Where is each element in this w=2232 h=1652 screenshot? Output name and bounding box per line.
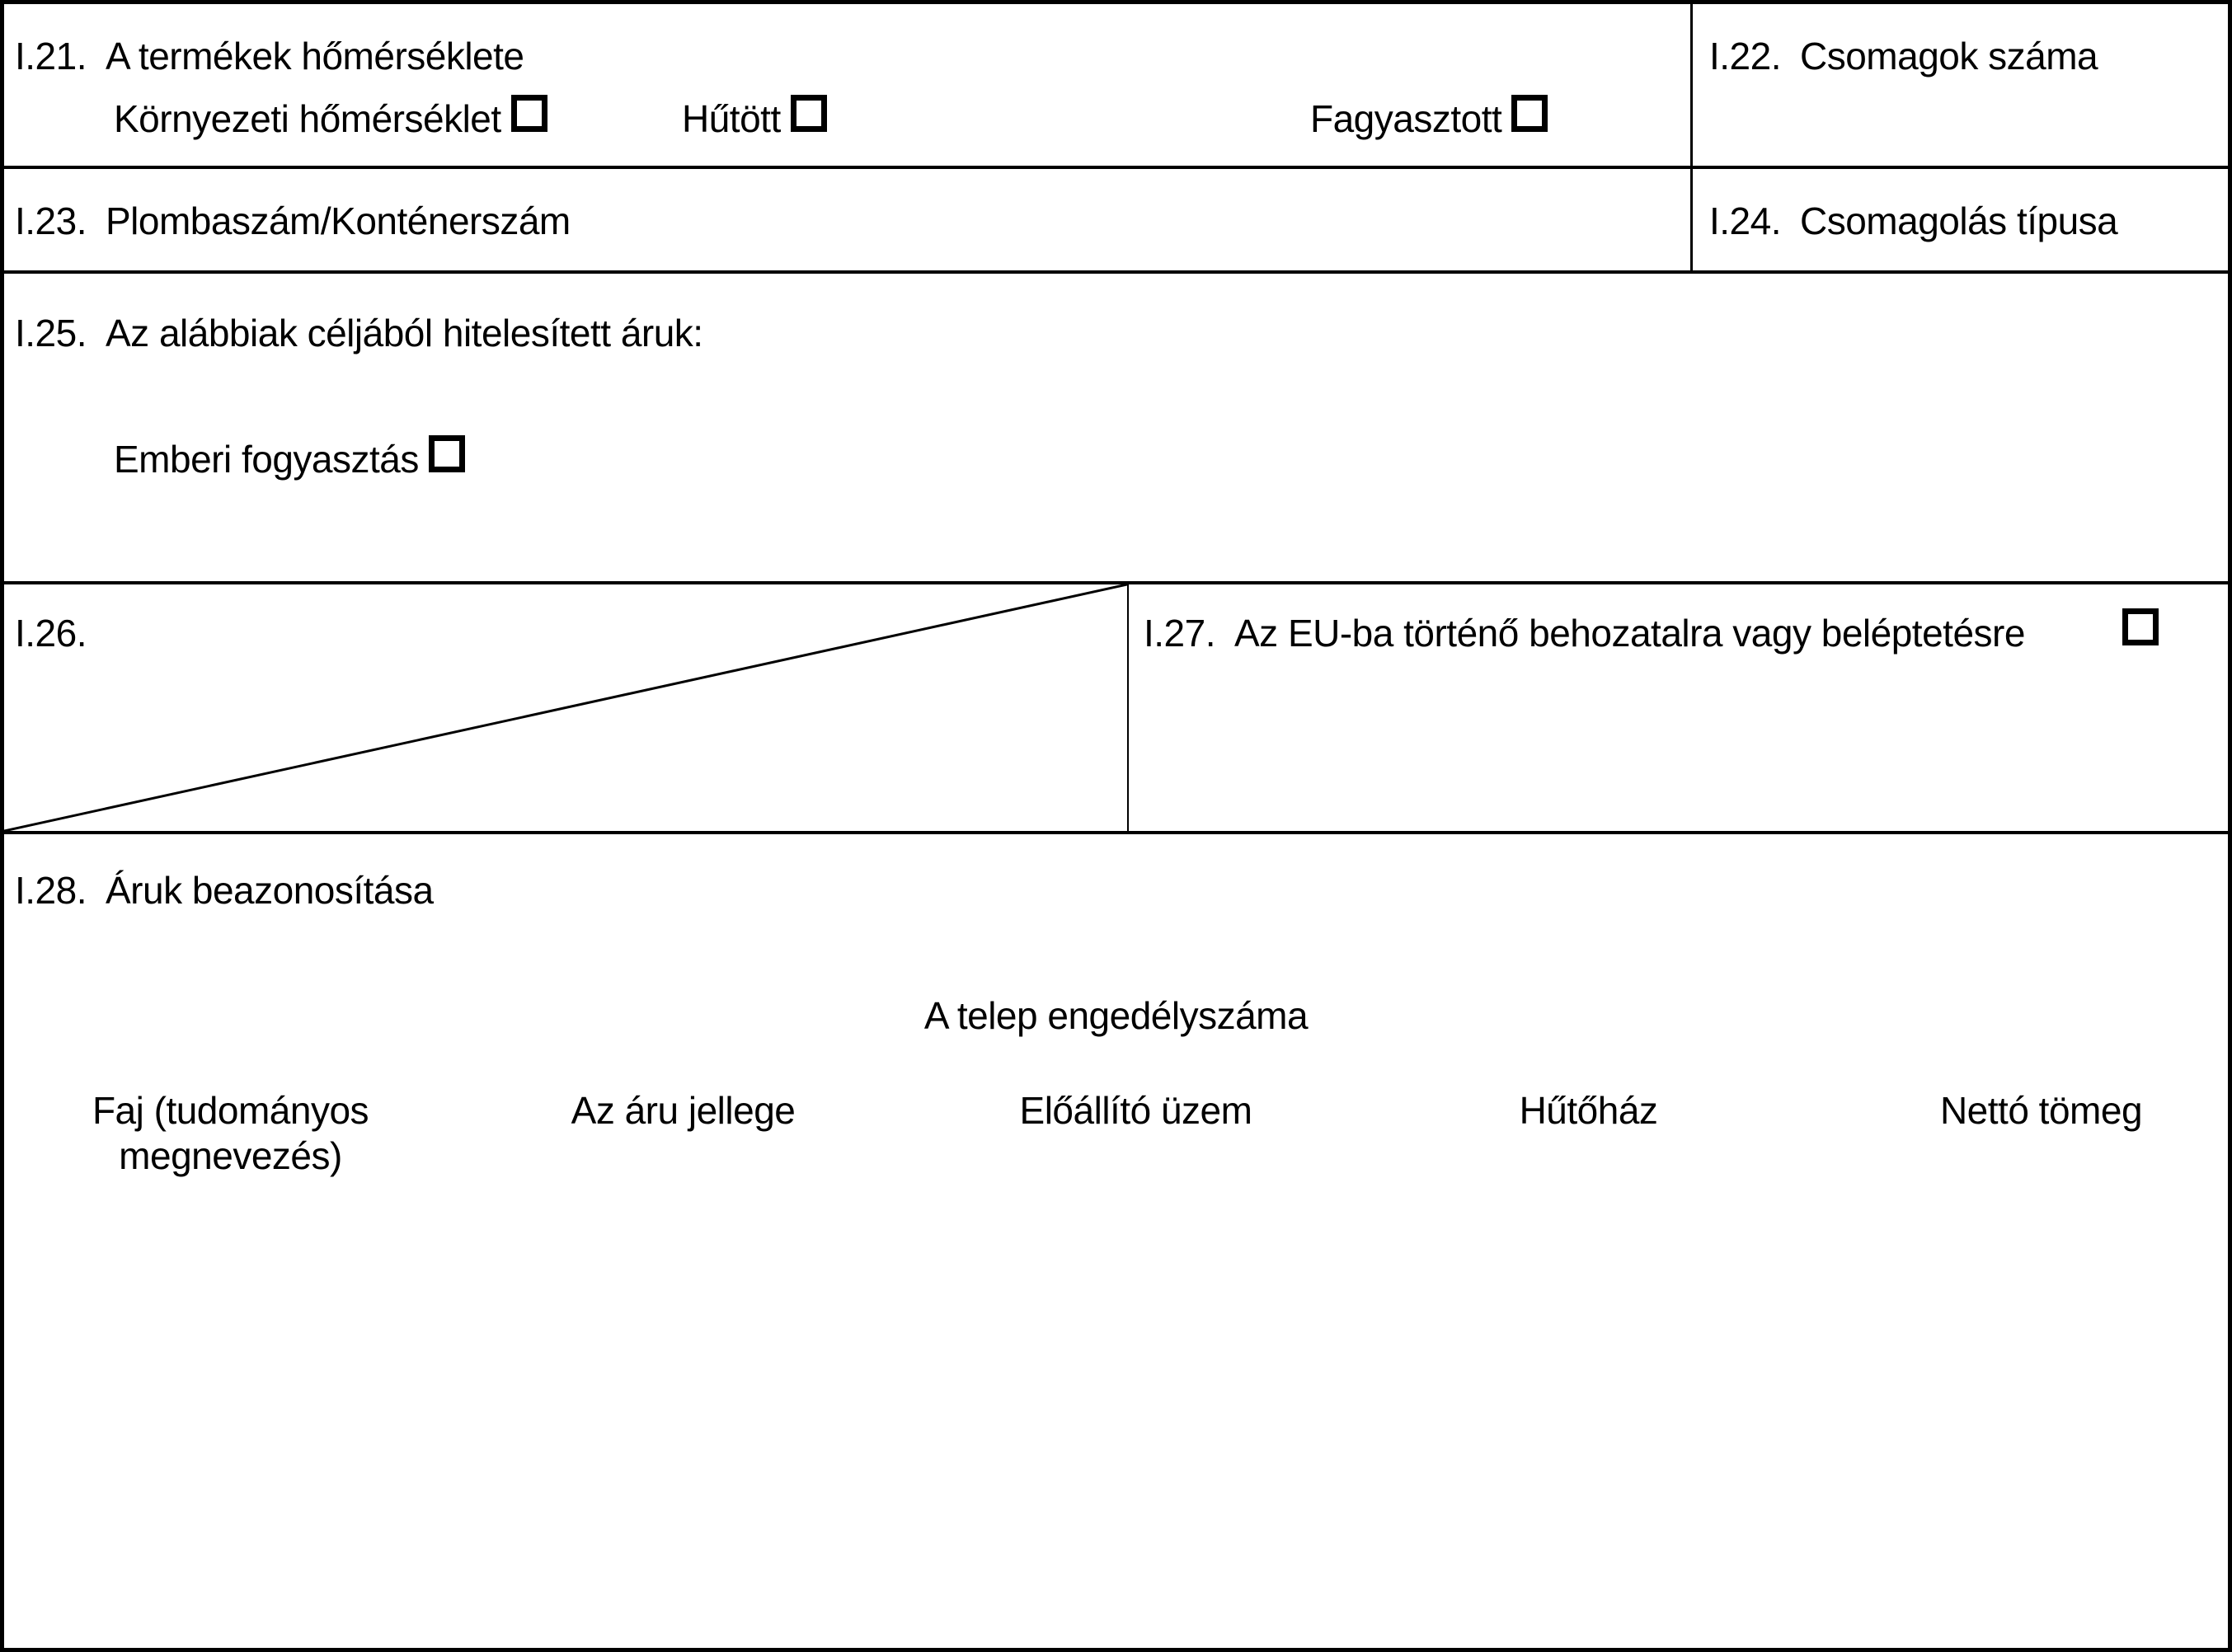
- option-ambient-temperature: Környezeti hőmérséklet: [114, 95, 547, 142]
- chilled-checkbox[interactable]: [790, 95, 827, 132]
- box-i24-number: I.24.: [1709, 199, 1782, 242]
- row-i25: I.25. Az alábbiak céljából hitelesített á…: [4, 274, 2228, 584]
- box-i27-title: Az EU-ba történő behozatalra vagy belépt…: [1234, 612, 2025, 655]
- box-i28-heading: I.28. Áruk beazonosítása: [15, 867, 434, 913]
- box-i24: I.24. Csomagolás típusa: [1693, 169, 2228, 270]
- row-i28: I.28. Áruk beazonosítása A telep engedély…: [4, 834, 2228, 1648]
- box-i23-heading: I.23. Plombaszám/Konténerszám: [15, 198, 571, 244]
- row-i23-i24: I.23. Plombaszám/Konténerszám I.24. Csomag…: [4, 169, 2228, 274]
- box-i22: I.22. Csomagok száma: [1693, 4, 2228, 166]
- box-i28-title: Áruk beazonosítása: [106, 869, 434, 912]
- box-i21-number: I.21.: [15, 35, 87, 77]
- box-i26: I.26.: [4, 584, 1129, 831]
- checkbox-label: Emberi fogyasztás: [114, 438, 419, 481]
- column-header-cold-store: Hűtőház: [1519, 1089, 1658, 1132]
- box-i27: I.27. Az EU-ba történő behozatalra vagy b…: [1129, 584, 2228, 831]
- box-i28-number: I.28.: [15, 869, 87, 912]
- ambient-temperature-checkbox[interactable]: [510, 95, 547, 132]
- option-chilled: Hűtött: [682, 95, 827, 142]
- human-consumption-checkbox[interactable]: [428, 435, 465, 472]
- box-i26-heading: I.26.: [15, 610, 106, 656]
- box-i22-heading: I.22. Csomagok száma: [1709, 33, 2098, 79]
- column-header-manufacturing-plant: Előállító üzem: [1019, 1089, 1252, 1132]
- box-i21-title: A termékek hőmérséklete: [106, 35, 524, 77]
- option-frozen: Fagyasztott: [1310, 95, 1548, 142]
- diagonal-strike-line: [4, 584, 1127, 831]
- box-i27-number: I.27.: [1144, 612, 1216, 655]
- box-i23-number: I.23.: [15, 199, 87, 242]
- frozen-checkbox[interactable]: [1511, 95, 1548, 132]
- box-i25-number: I.25.: [15, 312, 87, 354]
- box-i27-heading: I.27. Az EU-ba történő behozatalra vagy b…: [1144, 610, 2025, 656]
- column-header-species: Faj (tudományos megnevezés): [92, 1089, 369, 1177]
- establishment-approval-number-note: A telep engedélyszáma: [923, 994, 1309, 1037]
- row-i26-i27: I.26. I.27. Az EU-ba történő behozatalra …: [4, 584, 2228, 834]
- box-i26-number: I.26.: [15, 612, 87, 655]
- box-i24-heading: I.24. Csomagolás típusa: [1709, 198, 2118, 244]
- eu-import-checkbox[interactable]: [2122, 608, 2159, 645]
- box-i25-heading: I.25. Az alábbiak céljából hitelesített á…: [15, 310, 703, 356]
- option-human-consumption: Emberi fogyasztás: [114, 435, 465, 482]
- checkbox-label: Környezeti hőmérséklet: [114, 97, 501, 140]
- box-i21: I.21. A termékek hőmérséklete Környezeti …: [4, 4, 1693, 166]
- column-header-nature-of-commodity: Az áru jellege: [571, 1089, 796, 1132]
- box-i21-heading: I.21. A termékek hőmérséklete: [15, 33, 524, 79]
- box-i24-title: Csomagolás típusa: [1800, 199, 2118, 242]
- box-i23: I.23. Plombaszám/Konténerszám: [4, 169, 1693, 270]
- checkbox-label: Fagyasztott: [1310, 97, 1502, 140]
- column-header-net-weight: Nettó tömeg: [1939, 1089, 2143, 1132]
- box-i25-title: Az alábbiak céljából hitelesített áruk:: [106, 312, 703, 354]
- box-i22-number: I.22.: [1709, 35, 1782, 77]
- row-i21-i22: I.21. A termékek hőmérséklete Környezeti …: [4, 4, 2228, 169]
- box-i22-title: Csomagok száma: [1800, 35, 2098, 77]
- goods-table-headers: Faj (tudományos megnevezés) Az áru jelle…: [4, 1088, 2228, 1179]
- checkbox-label: Hűtött: [682, 97, 781, 140]
- box-i23-title: Plombaszám/Konténerszám: [106, 199, 571, 242]
